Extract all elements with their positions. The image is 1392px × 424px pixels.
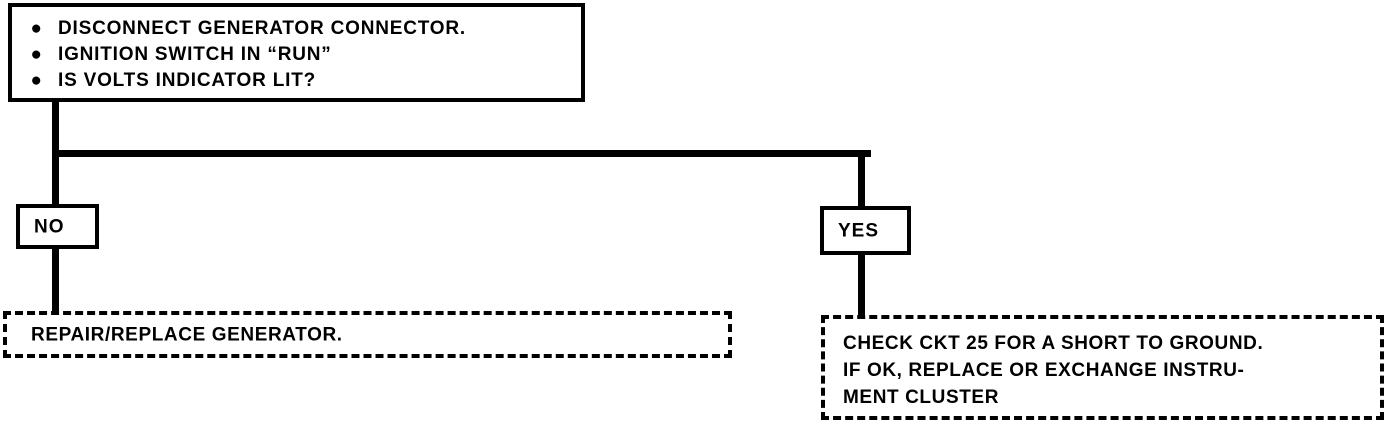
connector-no-branch-stem xyxy=(52,150,59,208)
branch-label-no: NO xyxy=(16,204,99,249)
connector-question-stem xyxy=(52,101,59,157)
action-line-2: IF OK, REPLACE OR EXCHANGE INSTRU- xyxy=(843,360,1245,381)
question-box: ● DISCONNECT GENERATOR CONNECTOR. ● IGNI… xyxy=(8,3,585,102)
action-line-1: CHECK CKT 25 FOR A SHORT TO GROUND. xyxy=(843,333,1264,354)
action-box-check-ckt-25: CHECK CKT 25 FOR A SHORT TO GROUND. IF O… xyxy=(821,315,1384,420)
list-item: ● DISCONNECT GENERATOR CONNECTOR. xyxy=(12,16,581,42)
connector-no-to-action xyxy=(52,246,59,314)
action-line-3: MENT CLUSTER xyxy=(843,387,1000,408)
list-item: ● IGNITION SWITCH IN “RUN” xyxy=(12,42,581,68)
question-step-1-text: DISCONNECT GENERATOR CONNECTOR. xyxy=(58,18,466,39)
question-step-3-text: IS VOLTS INDICATOR LIT? xyxy=(58,70,317,91)
branch-label-yes-text: YES xyxy=(838,220,880,241)
branch-label-no-text: NO xyxy=(34,216,65,237)
bullet-icon: ● xyxy=(30,44,42,65)
action-box-check-ckt-25-lines: CHECK CKT 25 FOR A SHORT TO GROUND. IF O… xyxy=(843,330,1263,411)
branch-label-yes: YES xyxy=(820,206,911,255)
connector-yes-to-action xyxy=(858,252,865,318)
list-item: ● IS VOLTS INDICATOR LIT? xyxy=(12,68,581,94)
connector-branch-bus xyxy=(52,150,871,157)
bullet-icon: ● xyxy=(30,18,42,39)
bullet-icon: ● xyxy=(30,70,42,91)
question-step-2-text: IGNITION SWITCH IN “RUN” xyxy=(58,44,332,65)
connector-yes-branch-stem xyxy=(858,150,865,210)
action-box-repair-generator: REPAIR/REPLACE GENERATOR. xyxy=(3,311,732,358)
question-bullet-list: ● DISCONNECT GENERATOR CONNECTOR. ● IGNI… xyxy=(12,7,581,94)
action-box-repair-generator-text: REPAIR/REPLACE GENERATOR. xyxy=(31,324,343,345)
